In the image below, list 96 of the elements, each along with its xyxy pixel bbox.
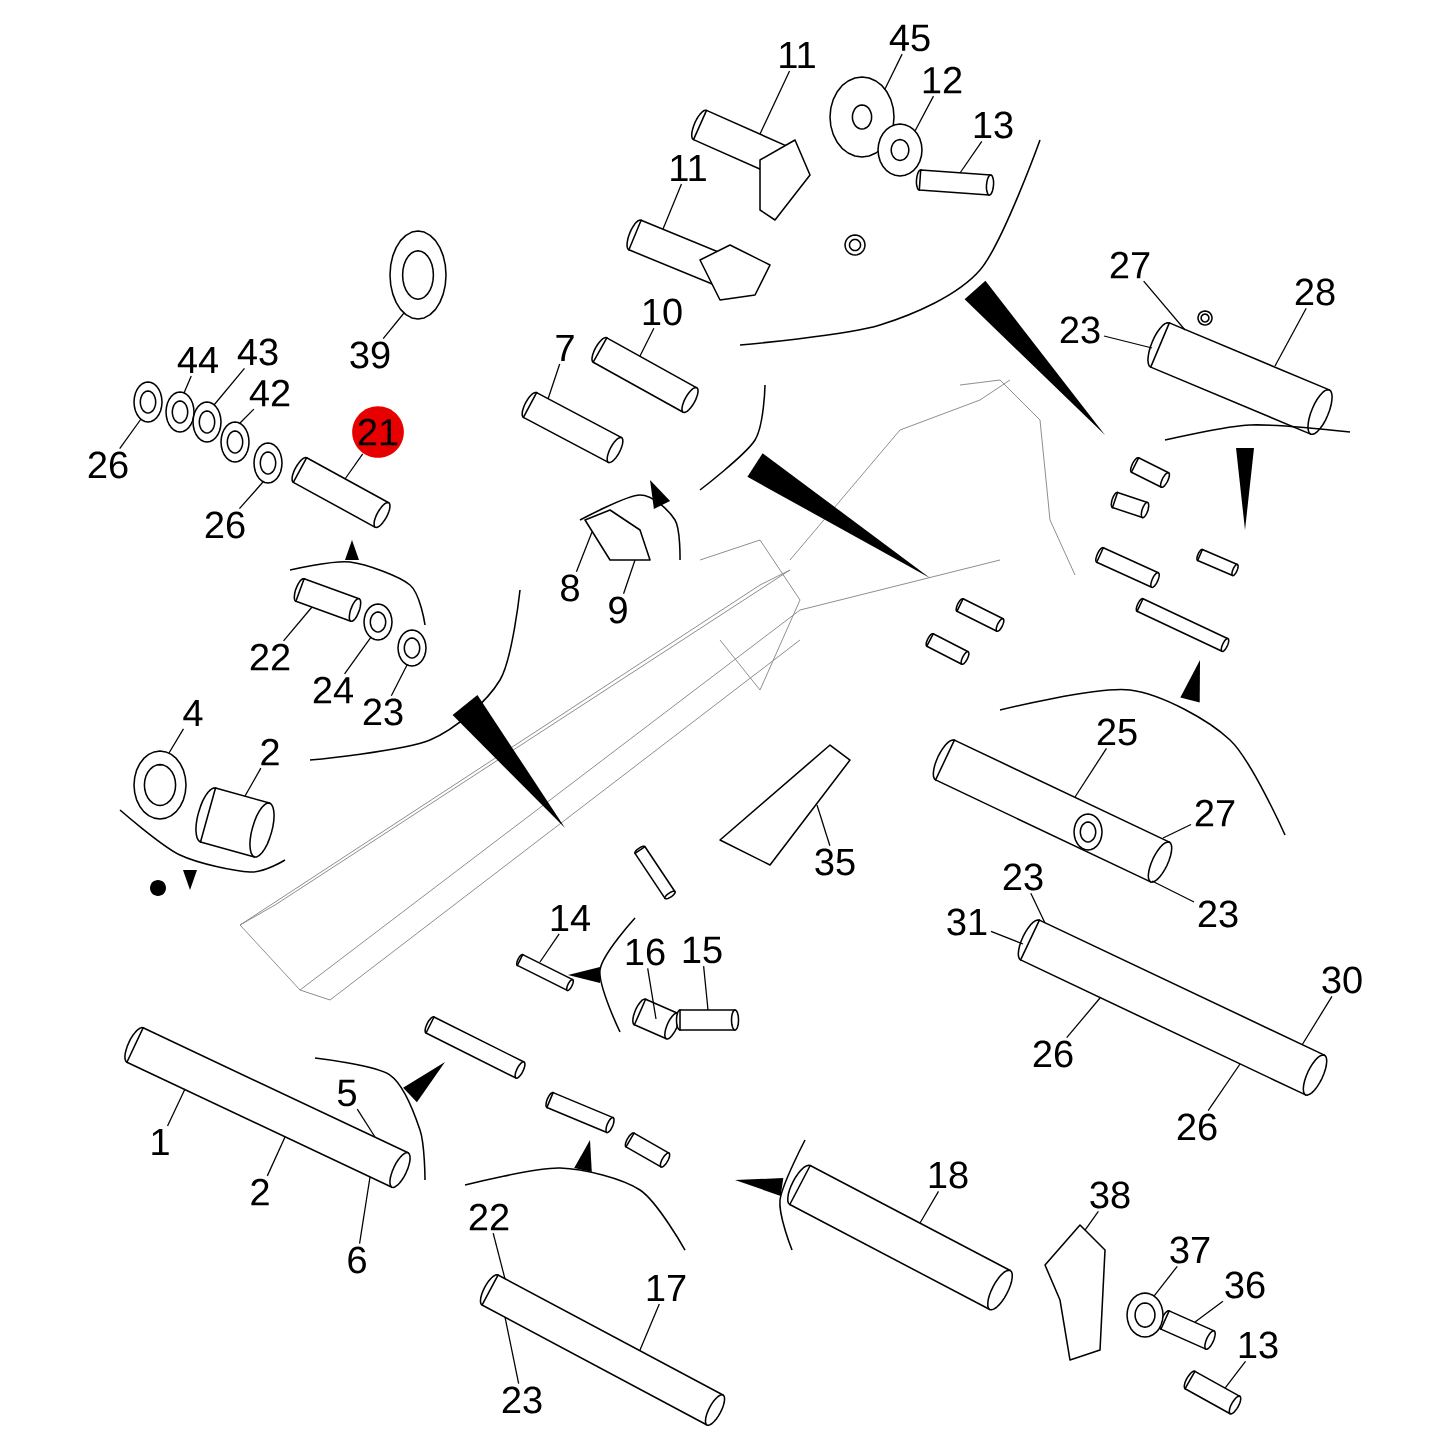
callout-number: 26 xyxy=(88,451,128,479)
callout-number: 26 xyxy=(205,511,245,539)
leader-line xyxy=(703,965,709,1011)
callout-number: 25 xyxy=(1097,718,1137,746)
leader-line xyxy=(1074,747,1108,798)
leader-line xyxy=(1162,823,1192,839)
leader-line xyxy=(504,1316,520,1385)
leader-line xyxy=(213,367,246,406)
callout-number: 14 xyxy=(551,904,590,932)
callout-number: 37 xyxy=(1170,1236,1210,1264)
leader-line xyxy=(639,327,655,357)
highlighted-callout-number: 21 xyxy=(352,406,404,458)
leader-line xyxy=(238,481,264,510)
leader-line xyxy=(647,967,657,1020)
callout-number: 27 xyxy=(1110,251,1150,279)
callout-number: 9 xyxy=(609,596,627,624)
leader-line xyxy=(622,559,636,595)
callout-number: 5 xyxy=(337,1079,356,1107)
callout-number: 22 xyxy=(469,1203,509,1231)
leader-line xyxy=(1030,892,1046,924)
callout-number: 31 xyxy=(947,908,987,936)
callout-number: 23 xyxy=(1060,316,1100,344)
callout-number: 16 xyxy=(626,938,665,966)
leader-line xyxy=(1301,995,1333,1046)
callout-number: 23 xyxy=(1198,900,1238,928)
leader-line xyxy=(1084,1210,1099,1231)
callout-number: 30 xyxy=(1322,966,1362,994)
leader-line xyxy=(1274,307,1307,367)
leader-line xyxy=(344,453,364,480)
callout-number: 44 xyxy=(177,346,218,374)
leader-line xyxy=(1207,1063,1241,1112)
callout-number: 39 xyxy=(350,341,390,369)
callout-number: 11 xyxy=(671,154,706,182)
callout-number: 7 xyxy=(556,334,574,362)
leader-line xyxy=(575,531,593,573)
leader-line xyxy=(1066,997,1101,1039)
callout-number: 23 xyxy=(502,1386,542,1414)
callout-number: 35 xyxy=(815,848,855,876)
leader-line xyxy=(919,1190,940,1224)
leader-line xyxy=(358,1176,371,1245)
leader-line xyxy=(356,1108,376,1138)
callout-number: 42 xyxy=(249,379,290,407)
leader-line xyxy=(662,183,683,230)
callout-number: 24 xyxy=(313,676,353,704)
leader-line xyxy=(492,1232,506,1280)
leader-line xyxy=(539,933,560,963)
leader-line xyxy=(168,728,185,754)
leader-line xyxy=(239,408,255,424)
callout-number: 26 xyxy=(1177,1113,1217,1141)
leader-line xyxy=(119,418,142,450)
callout-number: 22 xyxy=(250,643,290,671)
leader-line xyxy=(1103,335,1153,349)
callout-number: 23 xyxy=(1003,863,1043,891)
leader-line xyxy=(547,363,561,400)
leader-line xyxy=(266,1136,286,1177)
leader-line xyxy=(390,664,408,697)
leader-line xyxy=(884,53,903,90)
callout-number: 18 xyxy=(929,1161,968,1189)
callout-number: 1 xyxy=(152,1128,169,1156)
leader-line xyxy=(1153,1265,1178,1297)
callout-number: 38 xyxy=(1090,1181,1130,1209)
callout-number: 4 xyxy=(183,699,203,727)
leader-line xyxy=(639,1303,660,1351)
leader-line xyxy=(1194,1300,1224,1323)
callout-number: 17 xyxy=(647,1274,686,1302)
callout-number: 13 xyxy=(974,111,1013,139)
leader-line xyxy=(959,140,983,174)
leader-line xyxy=(759,70,791,135)
leader-line xyxy=(990,930,1024,945)
callout-number: 45 xyxy=(889,24,930,52)
leader-line xyxy=(1143,280,1186,331)
leader-line xyxy=(244,767,262,797)
leader-line xyxy=(282,606,313,642)
callout-number: 43 xyxy=(237,338,278,366)
callout-number: 28 xyxy=(1295,278,1335,306)
leader-line xyxy=(343,636,372,675)
leader-line xyxy=(1151,880,1195,903)
callout-number: 2 xyxy=(251,1178,269,1206)
leader-line xyxy=(914,95,935,132)
callout-number: 8 xyxy=(561,574,579,602)
callout-number: 23 xyxy=(363,698,403,726)
callout-number: 26 xyxy=(1033,1040,1073,1068)
callout-number: 11 xyxy=(780,41,815,69)
callout-number: 10 xyxy=(643,298,682,326)
callout-number: 13 xyxy=(1239,1331,1278,1359)
callout-number: 6 xyxy=(348,1246,366,1274)
leader-line xyxy=(382,312,405,340)
callout-number: 36 xyxy=(1225,1271,1265,1299)
leader-line xyxy=(166,1088,186,1127)
leader-line xyxy=(1224,1360,1247,1389)
callout-number: 2 xyxy=(261,738,279,766)
callout-number: 12 xyxy=(923,66,962,94)
leader-line xyxy=(183,375,192,394)
leader-line xyxy=(816,804,831,847)
callout-number: 27 xyxy=(1195,799,1235,827)
callout-number: 15 xyxy=(683,936,722,964)
